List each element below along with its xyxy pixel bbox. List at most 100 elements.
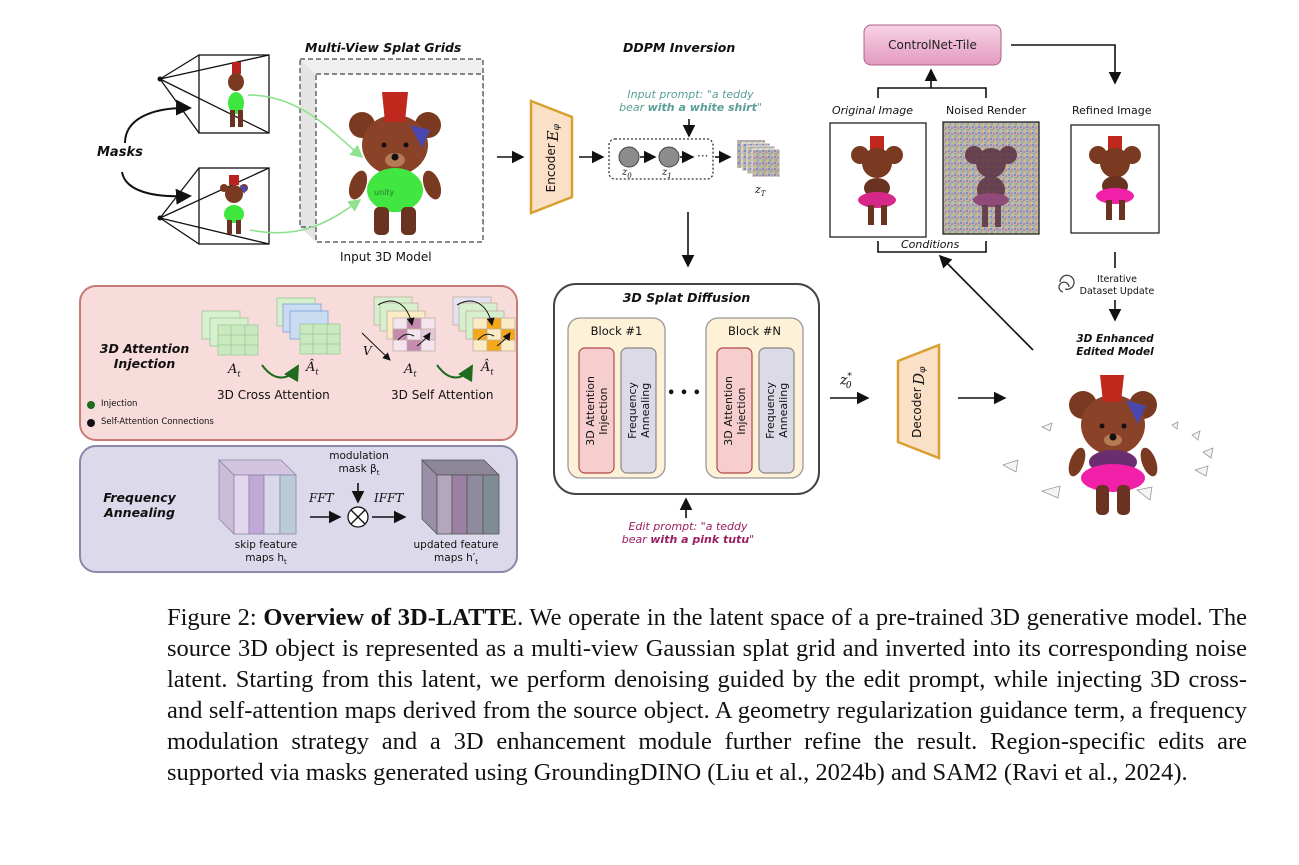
camera-point-bottom xyxy=(157,215,163,221)
input-bear-model xyxy=(348,92,442,235)
self-At-label: At xyxy=(404,362,417,379)
edit-prompt-line1: Edit prompt: "a teddy xyxy=(628,520,748,533)
z0-label: z0 xyxy=(622,167,632,180)
cross-At-label: At xyxy=(228,362,241,379)
frequency-title-line1: Frequency xyxy=(103,490,176,505)
skip-feature-maps xyxy=(218,459,297,535)
controlnet-tile-box xyxy=(863,24,1002,66)
latent-z1-node xyxy=(658,146,680,168)
skip-line2: maps ht xyxy=(245,552,287,567)
updated-feature-maps xyxy=(421,459,500,535)
original-image-label: Original Image xyxy=(832,104,913,117)
legend-self-attention-dot xyxy=(87,419,95,427)
camera-frustum-bottom xyxy=(159,167,270,245)
block1-label: Block #1 xyxy=(590,324,643,338)
view-arrow-bottom xyxy=(249,199,362,234)
bear-back-noised xyxy=(965,146,1017,227)
updated-line2: maps h′t xyxy=(434,552,478,567)
self-attention-connections xyxy=(377,300,511,347)
mask-arrow-top xyxy=(124,99,192,144)
cross-Ahat-label: Ât xyxy=(306,360,319,377)
legend-self-attention-label: Self-Attention Connections xyxy=(101,417,214,427)
iterative-line2: Dataset Update xyxy=(1079,286,1155,297)
attention-panel-title: 3D Attention Injection xyxy=(92,341,197,371)
blockN-label: Block #N xyxy=(728,324,781,338)
blocks-ellipsis: • • • xyxy=(667,386,701,401)
modulation-line1: modulation xyxy=(329,450,389,462)
figure-caption: Figure 2: Overview of 3D-LATTE. We opera… xyxy=(167,602,1247,788)
encoder-block xyxy=(529,99,574,215)
ddpm-title: DDPM Inversion xyxy=(623,40,736,55)
bear-back-refined xyxy=(1089,136,1141,220)
arrow-model-to-conditions xyxy=(938,254,1034,351)
frequency-title-line2: Annealing xyxy=(104,505,175,520)
noise-latent-stack xyxy=(737,140,781,178)
edit-prompt: Edit prompt: "a teddy bear with a pink t… xyxy=(608,520,768,546)
attention-title-line1: 3D Attention xyxy=(99,341,190,356)
legend-injection-dot xyxy=(87,401,95,409)
attention-title-line2: Injection xyxy=(113,356,176,371)
modulation-mask-label: modulation mask βt xyxy=(318,450,400,480)
self-attention-label: 3D Self Attention xyxy=(391,388,494,402)
conditions-bracket-top xyxy=(877,87,987,98)
shirt-text: unity xyxy=(374,188,395,197)
bear-front-view xyxy=(220,175,248,234)
encoder-symbol: Eφ xyxy=(544,123,562,142)
arrow-controlnet-to-refined xyxy=(1011,44,1122,85)
caption-prefix: Figure 2: xyxy=(167,604,264,631)
diffusion-title: 3D Splat Diffusion xyxy=(622,290,751,305)
z0-star-label: z*0 xyxy=(840,372,852,392)
frequency-annealing-panel xyxy=(79,445,518,573)
z1-label: z1 xyxy=(662,167,672,180)
decoder-label: Decoder Dφ xyxy=(901,355,937,450)
modulation-line2: mask βt xyxy=(338,463,380,478)
updated-line1: updated feature xyxy=(413,539,499,551)
cross-attention-grid-At xyxy=(201,310,259,356)
camera-glyphs xyxy=(1001,421,1214,501)
camera-point-top xyxy=(157,76,163,82)
conditions-label: Conditions xyxy=(901,238,960,251)
input-prompt-line1: Input prompt: "a teddy xyxy=(627,88,754,101)
enhanced-line2: Edited Model xyxy=(1076,346,1154,358)
v-arrow xyxy=(361,332,391,361)
skip-feature-label: skip feature maps ht xyxy=(220,539,312,569)
input-prompt-line2: bear with a white shirt" xyxy=(619,101,762,114)
latent-z0-node xyxy=(618,146,640,168)
ddpm-chain-box xyxy=(608,138,714,180)
edit-prompt-line2: bear with a pink tutu" xyxy=(621,533,755,546)
refresh-cycle-icon xyxy=(1058,274,1075,293)
self-Ahat-label: Ât xyxy=(481,360,494,377)
cross-injection-arrow xyxy=(261,364,299,383)
enhanced-line1: 3D Enhanced xyxy=(1076,333,1154,345)
bear-side-view xyxy=(228,62,244,127)
masks-label: Masks xyxy=(97,145,143,160)
view-arrow-top xyxy=(247,94,364,159)
block-1-attention-module xyxy=(578,347,615,474)
ifft-label: IFFT xyxy=(374,491,404,505)
encoder-label: Encoder Eφ xyxy=(538,118,568,198)
figure-graphics: ··· xyxy=(79,24,1214,573)
enhanced-model-title: 3D Enhanced Edited Model xyxy=(1060,333,1170,359)
iterative-line1: Iterative xyxy=(1097,274,1137,285)
multiview-title: Multi-View Splat Grids xyxy=(305,40,462,55)
caption-body: . We operate in the latent space of a pr… xyxy=(167,604,1247,786)
updated-feature-label: updated feature maps h′t xyxy=(404,539,508,569)
input-prompt: Input prompt: "a teddy bear with a white… xyxy=(618,88,763,114)
enhanced-edited-bear xyxy=(1068,375,1158,515)
cross-attention-grid-Ahat xyxy=(276,297,341,355)
self-injection-arrow xyxy=(436,364,473,383)
camera-frustum-top xyxy=(159,54,270,134)
mask-arrow-bottom xyxy=(121,171,192,205)
legend-injection-label: Injection xyxy=(101,399,138,409)
controlnet-label: ControlNet-Tile xyxy=(888,38,977,52)
skip-line1: skip feature xyxy=(234,539,298,551)
chain-ellipsis: ··· xyxy=(697,149,708,163)
input-model-label: Input 3D Model xyxy=(340,250,432,264)
noised-render-label: Noised Render xyxy=(946,104,1027,117)
multiply-operator-icon xyxy=(347,506,369,528)
conditions-bracket-bottom xyxy=(877,241,987,253)
